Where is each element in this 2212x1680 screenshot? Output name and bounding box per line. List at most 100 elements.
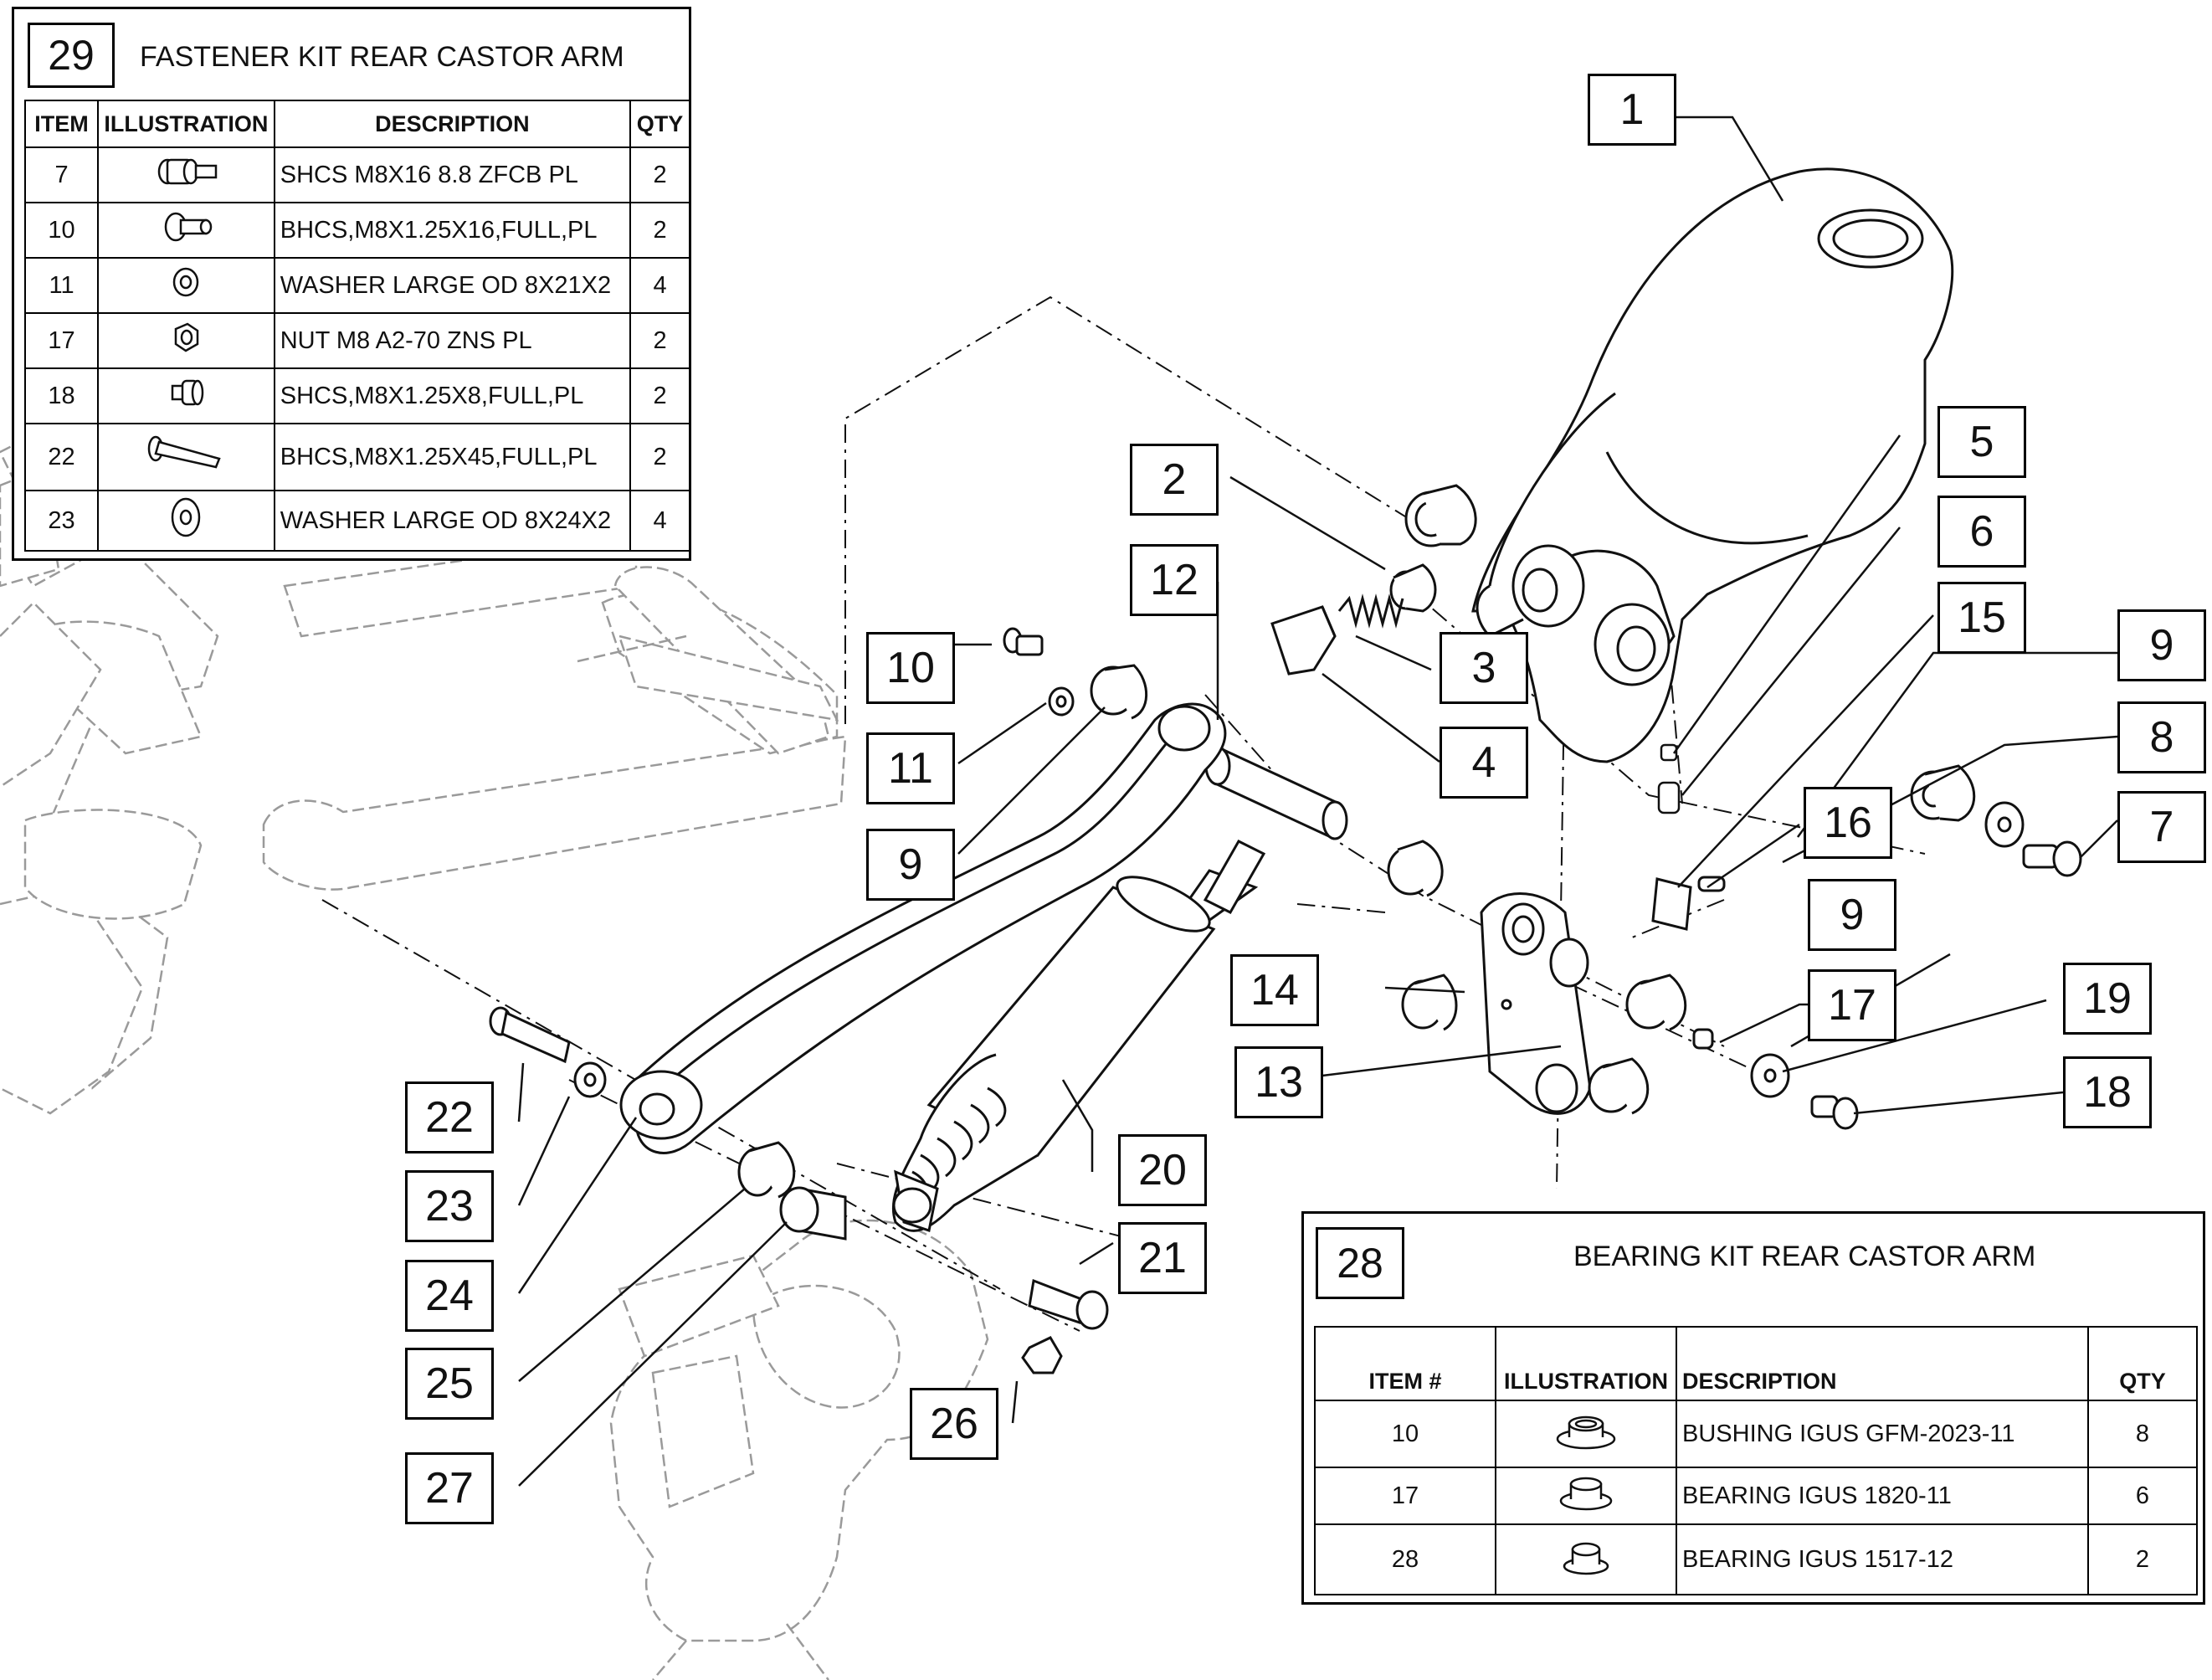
callout-16: 16 [1804, 787, 1892, 859]
callout-9-b: 9 [866, 829, 955, 901]
item-qty: 2 [629, 202, 690, 259]
item-qty: 6 [2087, 1467, 2198, 1525]
callout-1: 1 [1588, 74, 1676, 146]
callout-9-a: 9 [2117, 609, 2206, 681]
col-header-qty: QTY [629, 100, 690, 148]
item-qty: 2 [629, 312, 690, 369]
bearing-kit-number: 28 [1316, 1227, 1404, 1299]
long-screw-icon [97, 423, 275, 491]
callout-15: 15 [1937, 582, 2026, 654]
part-block-15 [1651, 876, 1726, 931]
callout-9-c: 9 [1808, 879, 1896, 951]
callout-7: 7 [2117, 791, 2206, 863]
item-description: WASHER LARGE OD 8X24X2 [273, 490, 632, 552]
item-number: 18 [23, 367, 100, 424]
table-header-row: ITEM ILLUSTRATION DESCRIPTION QTY [23, 100, 690, 148]
callout-25: 25 [405, 1348, 494, 1420]
shcs-screw-icon [97, 146, 275, 203]
callout-2: 2 [1130, 444, 1219, 516]
part-spring-3 [1337, 593, 1404, 629]
part-upper-left-fasteners [1003, 627, 1148, 720]
callout-17: 17 [1808, 969, 1896, 1041]
bearing-kit-title: BEARING KIT REAR CASTOR ARM [1573, 1241, 2036, 1272]
callout-10: 10 [866, 632, 955, 704]
hex-nut-icon [97, 312, 275, 369]
callout-12: 12 [1130, 544, 1219, 616]
washer-icon [97, 257, 275, 314]
callout-3: 3 [1440, 632, 1528, 704]
item-qty: 8 [2087, 1400, 2198, 1468]
part-lower-left-fasteners [489, 1006, 1109, 1374]
item-description: BEARING IGUS 1820-11 [1676, 1467, 2089, 1525]
table-row: 11 WASHER LARGE OD 8X21X2 4 [23, 257, 690, 314]
item-number: 28 [1314, 1523, 1496, 1595]
part-lower-right-fasteners [1692, 1028, 1859, 1130]
item-number: 17 [1314, 1467, 1496, 1525]
col-header-illustration: ILLUSTRATION [97, 100, 275, 148]
item-qty: 2 [2087, 1523, 2198, 1595]
col-header-item: ITEM # [1314, 1326, 1496, 1401]
table-row: 10 BHCS,M8X1.25X16,FULL,PL 2 [23, 202, 690, 259]
item-qty: 2 [629, 367, 690, 424]
callout-22: 22 [405, 1081, 494, 1153]
callout-14: 14 [1230, 954, 1319, 1026]
bhcs-screw-icon [97, 202, 275, 259]
callout-26: 26 [910, 1388, 998, 1460]
item-description: BEARING IGUS 1517-12 [1676, 1523, 2089, 1595]
callout-23: 23 [405, 1170, 494, 1242]
part-stop-4 [1270, 605, 1337, 676]
item-description: SHCS M8X16 8.8 ZFCB PL [273, 146, 632, 203]
item-description: BUSHING IGUS GFM-2023-11 [1676, 1400, 2089, 1468]
flanged-bushing-icon [1495, 1400, 1677, 1468]
ghost-frame [0, 417, 989, 1680]
part-bushing-upper [1404, 484, 1477, 547]
item-description: BHCS,M8X1.25X45,FULL,PL [273, 423, 632, 491]
part-castor-arm [1471, 167, 1954, 763]
item-description: BHCS,M8X1.25X16,FULL,PL [273, 202, 632, 259]
item-number: 22 [23, 423, 100, 491]
col-header-item: ITEM [23, 100, 100, 148]
item-number: 17 [23, 312, 100, 369]
item-qty: 4 [629, 490, 690, 552]
small-bearing-icon [1495, 1523, 1677, 1595]
item-number: 10 [1314, 1400, 1496, 1468]
table-row: 28 BEARING IGUS 1517-12 2 [1314, 1523, 2198, 1595]
table-row: 10 BUSHING IGUS GFM-2023-11 8 [1314, 1400, 2198, 1468]
part-small-screws [1657, 743, 1681, 814]
callout-6: 6 [1937, 496, 2026, 568]
bearing-kit-panel: 28 BEARING KIT REAR CASTOR ARM ITEM # IL… [1301, 1211, 2205, 1605]
item-qty: 2 [629, 423, 690, 491]
callout-13: 13 [1234, 1046, 1323, 1118]
item-number: 10 [23, 202, 100, 259]
part-bracket-13 [1480, 892, 1592, 1115]
part-pin-12 [1204, 746, 1348, 840]
item-description: SHCS,M8X1.25X8,FULL,PL [273, 367, 632, 424]
item-description: WASHER LARGE OD 8X21X2 [273, 257, 632, 314]
table-row: 17 BEARING IGUS 1820-11 6 [1314, 1467, 2198, 1525]
part-link-arm [619, 702, 1227, 1154]
item-qty: 2 [629, 146, 690, 203]
fastener-kit-panel: 29 FASTENER KIT REAR CASTOR ARM ITEM ILL… [12, 7, 691, 561]
item-number: 11 [23, 257, 100, 314]
callout-4: 4 [1440, 727, 1528, 799]
item-number: 7 [23, 146, 100, 203]
bearing-kit-table: ITEM # ILLUSTRATION DESCRIPTION QTY 10 B… [1314, 1326, 2198, 1595]
table-header-row: ITEM # ILLUSTRATION DESCRIPTION QTY [1314, 1326, 2198, 1401]
part-bushings-lower [1387, 840, 1687, 1115]
table-row: 22 BHCS,M8X1.25X45,FULL,PL 2 [23, 423, 690, 491]
part-shock-absorber [891, 840, 1266, 1232]
table-row: 18 SHCS,M8X1.25X8,FULL,PL 2 [23, 367, 690, 424]
callout-24: 24 [405, 1260, 494, 1332]
callout-27: 27 [405, 1452, 494, 1524]
item-number: 23 [23, 490, 100, 552]
leader-lines [517, 116, 2118, 1487]
callout-11: 11 [866, 732, 955, 804]
item-qty: 4 [629, 257, 690, 314]
col-header-qty: QTY [2087, 1326, 2198, 1401]
short-screw-icon [97, 367, 275, 424]
callout-8: 8 [2117, 701, 2206, 773]
callout-21: 21 [1118, 1222, 1207, 1294]
callout-18: 18 [2063, 1056, 2152, 1128]
table-row: 23 WASHER LARGE OD 8X24X2 4 [23, 490, 690, 552]
part-right-fasteners [1910, 764, 2082, 877]
